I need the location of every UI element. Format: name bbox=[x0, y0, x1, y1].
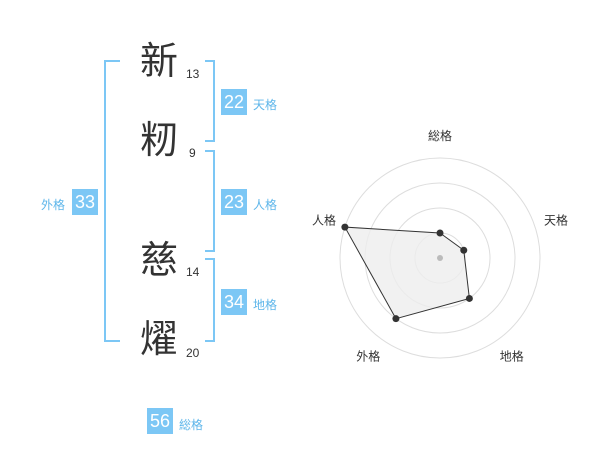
gaikaku-label: 外格 bbox=[41, 198, 66, 212]
name-char-3: 慈 bbox=[140, 238, 179, 282]
gaikaku-badge: 33 bbox=[72, 189, 98, 215]
radar-center-dot bbox=[437, 255, 443, 261]
stroke-count-3: 14 bbox=[186, 265, 200, 279]
name-char-4: 燿 bbox=[140, 317, 179, 361]
stroke-count-4: 20 bbox=[186, 346, 200, 360]
radar-point bbox=[341, 223, 349, 231]
chikaku-badge: 34 bbox=[221, 289, 247, 315]
radar-points bbox=[341, 223, 473, 323]
gaikaku-bracket bbox=[104, 60, 120, 342]
tenkaku-badge: 22 bbox=[221, 89, 247, 115]
radar-axis-label: 地格 bbox=[500, 349, 524, 364]
soukaku-badge: 56 bbox=[147, 408, 173, 434]
soukaku-label: 総格 bbox=[179, 418, 204, 432]
jinkaku-badge: 23 bbox=[221, 189, 247, 215]
radar-point bbox=[465, 294, 473, 302]
radar-axis-label: 総格 bbox=[428, 128, 452, 143]
radar-point bbox=[460, 246, 468, 254]
radar-axis-label: 人格 bbox=[312, 212, 336, 227]
radar-axis-label: 外格 bbox=[356, 349, 380, 364]
stroke-count-2: 9 bbox=[189, 146, 196, 160]
stroke-count-1: 13 bbox=[186, 67, 200, 81]
chikaku-bracket bbox=[205, 258, 215, 342]
name-char-2: 籾 bbox=[140, 118, 179, 162]
radar-value-shape bbox=[344, 226, 470, 320]
name-char-1: 新 bbox=[140, 39, 179, 83]
radar-axis-label: 天格 bbox=[544, 212, 568, 227]
radar-grid-ring bbox=[339, 157, 541, 359]
chikaku-label: 地格 bbox=[253, 298, 278, 312]
jinkaku-bracket bbox=[205, 150, 215, 252]
tenkaku-label: 天格 bbox=[253, 98, 278, 112]
radar-point bbox=[436, 229, 444, 237]
tenkaku-bracket bbox=[205, 60, 215, 142]
jinkaku-label: 人格 bbox=[253, 198, 278, 212]
radar-point bbox=[392, 315, 400, 323]
